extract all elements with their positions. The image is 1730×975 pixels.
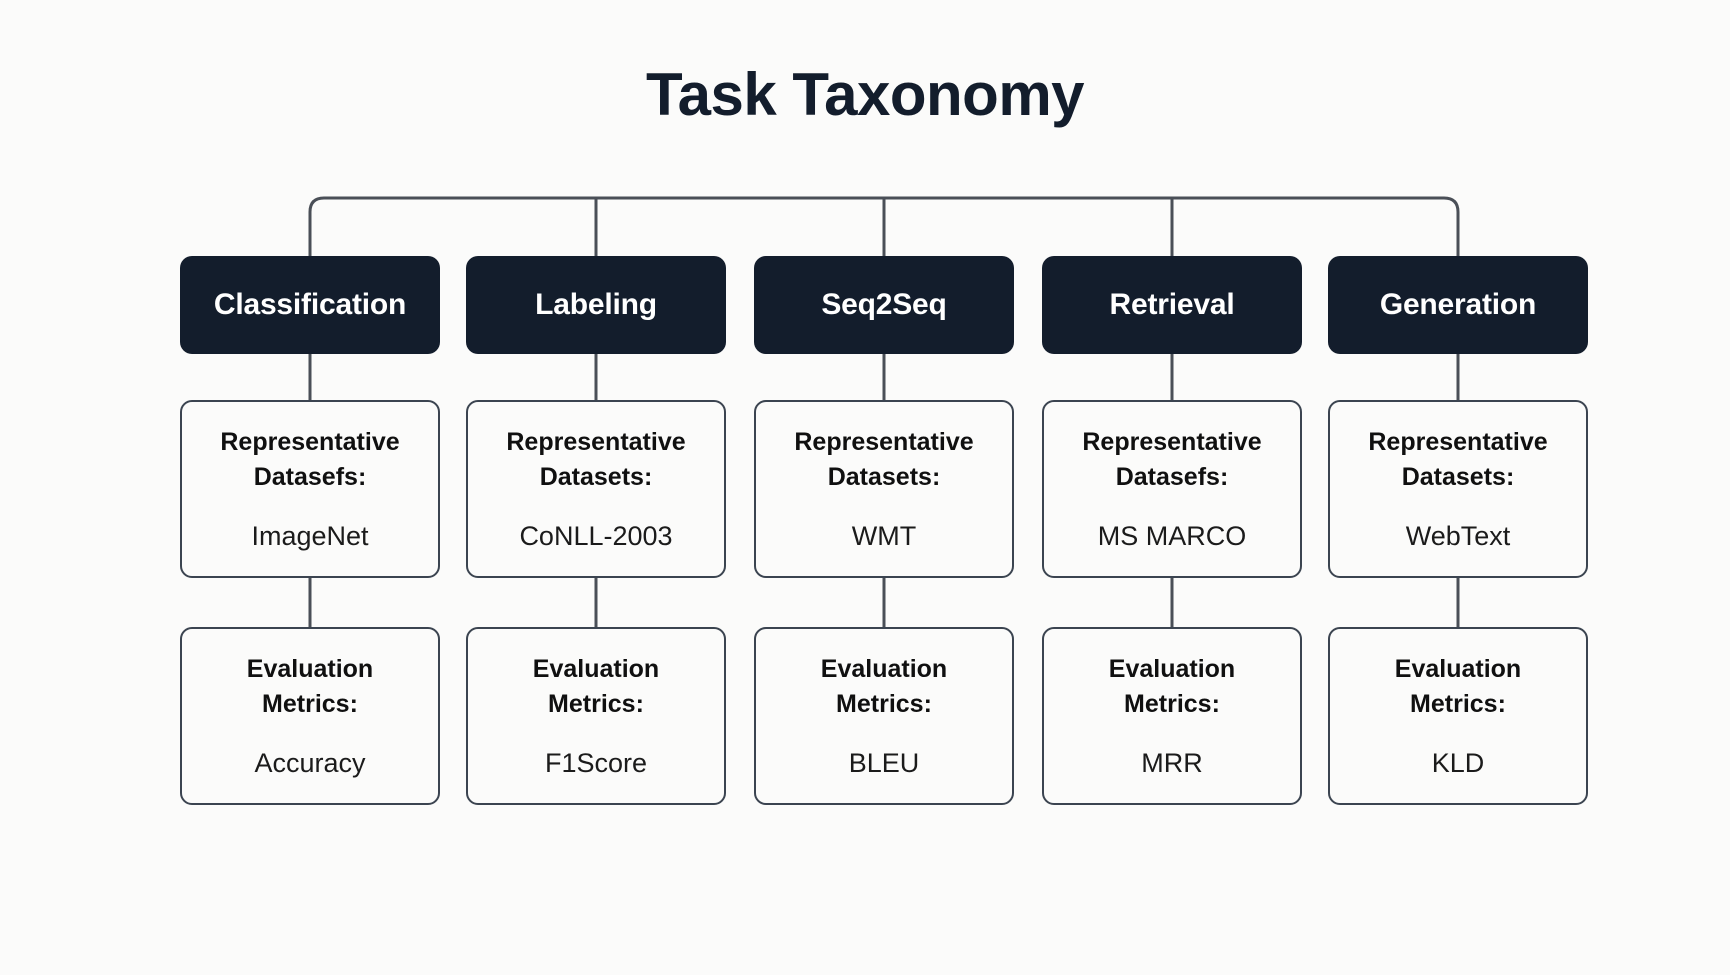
metrics-card-label: Evaluation Metrics: [1101, 652, 1243, 721]
datasets-label-line2: Datasets: [827, 462, 941, 491]
datasets-card-retrieval[interactable]: Representative Datasefs: MS MARCO [1042, 400, 1302, 578]
datasets-card-label: Representative Datasefs: [1074, 425, 1269, 494]
datasets-label-line1: Representative [794, 428, 974, 457]
metrics-label-line2: Metrics: [836, 689, 932, 718]
metrics-label-line1: Evaluation [532, 655, 660, 684]
task-node-label: Seq2Seq [821, 288, 947, 321]
datasets-card-label: Representative Datasets: [1360, 425, 1555, 494]
task-node-classification[interactable]: Classification [180, 256, 440, 354]
metric-value: BLEU [848, 748, 920, 779]
metrics-card-label: Evaluation Metrics: [525, 652, 667, 721]
metrics-label-line1: Evaluation [1108, 655, 1236, 684]
task-node-labeling[interactable]: Labeling [466, 256, 726, 354]
datasets-card-generation[interactable]: Representative Datasets: WebText [1328, 400, 1588, 578]
metric-value: Accuracy [254, 748, 366, 779]
datasets-label-line2: Datasets: [539, 462, 653, 491]
datasets-label-line1: Representative [220, 428, 400, 457]
dataset-value: WebText [1405, 521, 1511, 552]
datasets-card-seq2seq[interactable]: Representative Datasets: WMT [754, 400, 1014, 578]
task-node-seq2seq[interactable]: Seq2Seq [754, 256, 1014, 354]
metrics-card-label: Evaluation Metrics: [813, 652, 955, 721]
task-node-generation[interactable]: Generation [1328, 256, 1588, 354]
metric-value: F1Score [544, 748, 648, 779]
dataset-value: MS MARCO [1097, 521, 1247, 552]
task-node-retrieval[interactable]: Retrieval [1042, 256, 1302, 354]
metrics-card-seq2seq[interactable]: Evaluation Metrics: BLEU [754, 627, 1014, 805]
task-node-label: Classification [213, 288, 407, 321]
datasets-label-line1: Representative [1082, 428, 1262, 457]
datasets-label-line2: Datasefs: [253, 462, 367, 491]
datasets-card-label: Representative Datasets: [498, 425, 693, 494]
dataset-value: WMT [851, 521, 917, 552]
metrics-label-line1: Evaluation [246, 655, 374, 684]
metrics-label-line1: Evaluation [1394, 655, 1522, 684]
datasets-label-line2: Datasets: [1401, 462, 1515, 491]
task-node-label: Labeling [535, 288, 657, 321]
task-node-label: Retrieval [1109, 288, 1235, 321]
page-title: Task Taxonomy [645, 61, 1085, 128]
metrics-card-label: Evaluation Metrics: [1387, 652, 1529, 721]
metrics-label-line2: Metrics: [262, 689, 358, 718]
datasets-card-label: Representative Datasets: [786, 425, 981, 494]
metrics-label-line2: Metrics: [548, 689, 644, 718]
dataset-value: CoNLL-2003 [519, 521, 673, 552]
metrics-card-label: Evaluation Metrics: [239, 652, 381, 721]
datasets-card-classification[interactable]: Representative Datasefs: ImageNet [180, 400, 440, 578]
metrics-label-line2: Metrics: [1124, 689, 1220, 718]
metrics-card-classification[interactable]: Evaluation Metrics: Accuracy [180, 627, 440, 805]
datasets-card-labeling[interactable]: Representative Datasets: CoNLL-2003 [466, 400, 726, 578]
task-node-label: Generation [1379, 288, 1537, 321]
metric-value: MRR [1141, 748, 1203, 779]
metrics-card-generation[interactable]: Evaluation Metrics: KLD [1328, 627, 1588, 805]
metrics-card-labeling[interactable]: Evaluation Metrics: F1Score [466, 627, 726, 805]
metrics-label-line1: Evaluation [820, 655, 948, 684]
datasets-label-line1: Representative [1368, 428, 1548, 457]
datasets-card-label: Representative Datasefs: [212, 425, 407, 494]
metric-value: KLD [1431, 748, 1485, 779]
datasets-label-line2: Datasefs: [1115, 462, 1229, 491]
dataset-value: ImageNet [251, 521, 369, 552]
datasets-label-line1: Representative [506, 428, 686, 457]
metrics-label-line2: Metrics: [1410, 689, 1506, 718]
metrics-card-retrieval[interactable]: Evaluation Metrics: MRR [1042, 627, 1302, 805]
